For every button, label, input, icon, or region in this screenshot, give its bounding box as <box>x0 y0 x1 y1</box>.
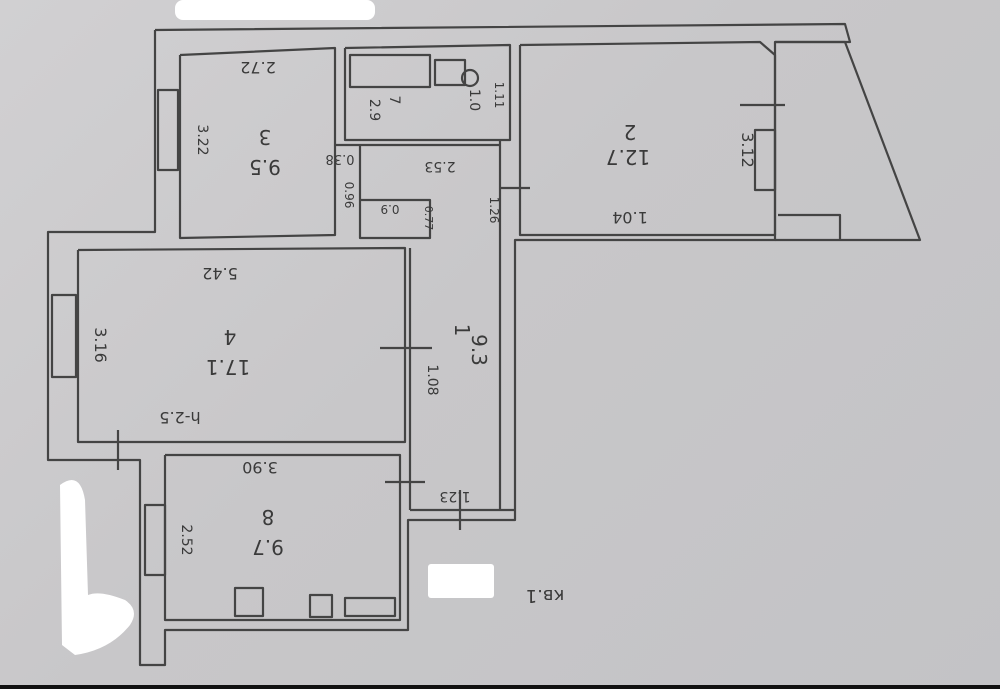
room-4-number: 4 <box>224 325 237 349</box>
corridor-bottom-label: 1.23 <box>439 488 470 504</box>
room-4-area: 17.1 <box>206 355 251 379</box>
closet-d-label: 1.26 <box>487 197 501 224</box>
redaction-top <box>175 0 375 20</box>
closet-a-label: 0.96 <box>342 182 356 209</box>
room-7-area: 2.9 <box>366 99 382 121</box>
redaction-box <box>428 564 494 598</box>
room-2-number: 2 <box>624 120 637 144</box>
redaction-left <box>60 480 134 655</box>
room-4-dim: 5.42 <box>202 264 238 283</box>
room-3-number: 3 <box>259 125 272 149</box>
room-8-dim: 3.90 <box>242 458 278 477</box>
redaction-marks <box>60 0 494 655</box>
closet-c-label: 0.77 <box>422 206 435 231</box>
room-6-area: 1.0 <box>466 89 482 111</box>
room-8-number: 8 <box>262 505 275 529</box>
corridor-end-label: 0.38 <box>326 151 355 166</box>
annotation-text: кв.1 <box>526 585 565 606</box>
room-3-area: 9.5 <box>249 155 281 179</box>
room-2-dim: 1.04 <box>612 208 648 227</box>
room-1-dim: 1.08 <box>424 364 440 395</box>
room-8-area: 9.7 <box>252 535 284 559</box>
room-2-area: 12.7 <box>606 145 651 169</box>
apartment-annotation: кв.1 <box>526 585 565 606</box>
room-6-dim: 1.11 <box>492 82 506 109</box>
closet-b-label: 0.9 <box>380 202 399 216</box>
room-7-number: 7 <box>386 96 402 105</box>
room-3-dim-2: 3.22 <box>194 124 210 155</box>
room-4-dim-2: 3.16 <box>91 327 110 363</box>
room-labels: 2 12.7 1.04 3.12 3 9.5 2.72 3.22 <box>91 58 757 559</box>
room-4-height: h-2.5 <box>159 408 200 427</box>
corridor-width-label: 2.53 <box>424 158 455 174</box>
room-8-dim-2: 2.52 <box>178 524 194 555</box>
walls <box>46 22 922 667</box>
room-3-dim: 2.72 <box>240 58 276 77</box>
bottom-edge-bar <box>0 685 1000 689</box>
room-2-dim-2: 3.12 <box>738 132 757 168</box>
room-1-area: 9.3 <box>467 334 491 366</box>
room-1-number: 1 <box>450 324 474 337</box>
